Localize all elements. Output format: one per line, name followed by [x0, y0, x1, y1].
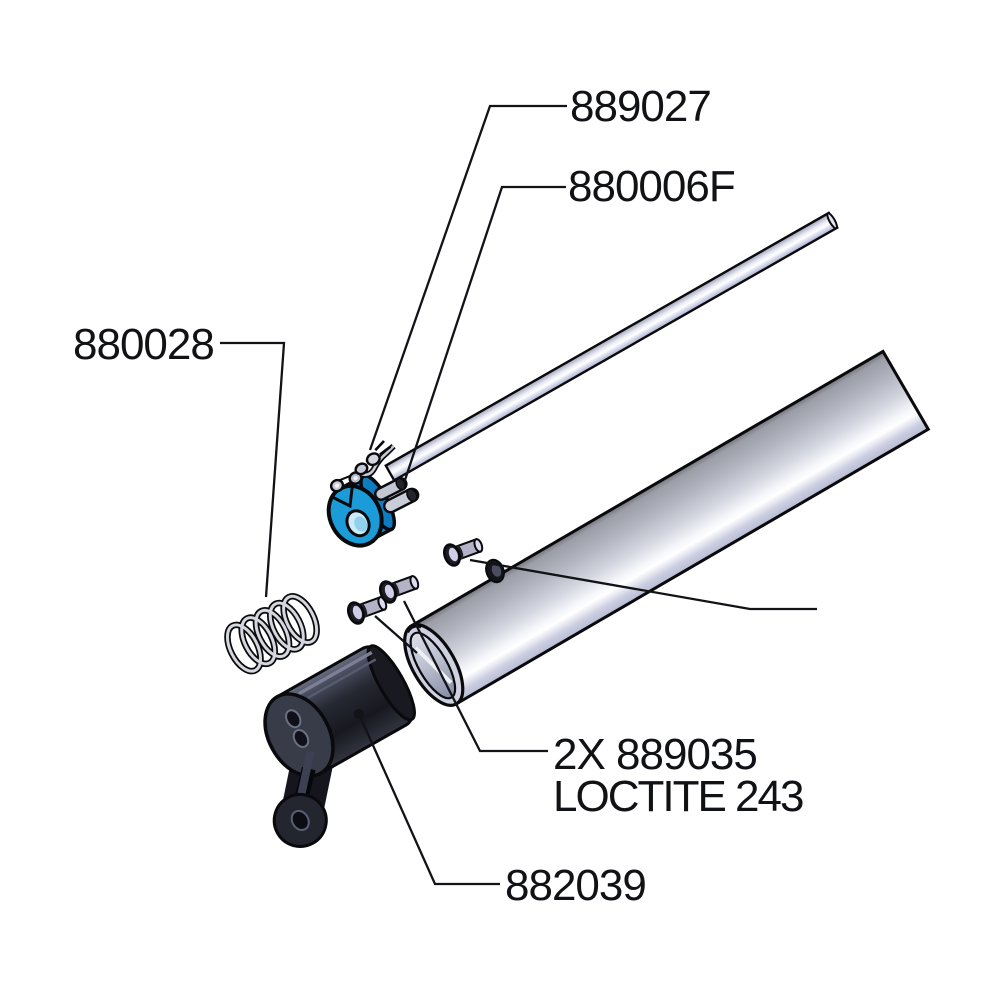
leader-line-882039: [357, 713, 500, 886]
clamp-rib-1: [297, 650, 373, 696]
callout-label-880028: 880028: [73, 320, 214, 369]
part-tube: [403, 349, 931, 707]
part-retaining-clip: [354, 440, 396, 478]
blue-cam-notch: [330, 486, 354, 509]
rod-end-cap: [826, 212, 838, 230]
tube-body: [409, 349, 931, 706]
leader-line-889035: [402, 600, 548, 753]
leader-dot-882039: [354, 709, 364, 719]
clamp-body-end: [366, 644, 416, 722]
clamp-fork-highlight: [296, 750, 315, 800]
pin-2: [382, 487, 420, 514]
tube-inner-pin: [414, 646, 453, 685]
part-screw-3: [442, 538, 484, 567]
part-blue-cam: [326, 473, 397, 548]
spring-coils: [224, 593, 320, 675]
part-spring: [224, 593, 320, 675]
callout-label-882039: 882039: [505, 861, 646, 910]
leader-lines: [220, 104, 817, 886]
leader-line-889027: [368, 104, 567, 451]
part-pivot-pins: [374, 477, 420, 514]
tube-rim-notch: [407, 625, 422, 634]
callout-label-880006F: 880006F: [568, 162, 735, 211]
clamp-face-hole-2: [292, 729, 310, 748]
part-screw-2: [378, 575, 420, 604]
part-rod: [384, 211, 839, 483]
pin-1: [374, 477, 408, 501]
clamp-fork-eye-hole: [290, 809, 310, 832]
clamp-rib-2: [307, 658, 377, 699]
clamp-face-hole-1: [285, 709, 302, 729]
callout-label-889035: 2X 889035: [553, 730, 757, 779]
leader-line-880028: [220, 341, 286, 598]
leader-line-880006F: [402, 185, 566, 484]
callout-label-loctite: LOCTITE 243: [553, 772, 803, 821]
blue-cam-hole-shade: [354, 516, 368, 532]
screw-insertion-line: [374, 615, 418, 654]
leader-line-screw-axis: [469, 558, 817, 611]
callout-label-889027: 889027: [570, 82, 711, 131]
part-clamp-housing: [263, 644, 416, 848]
